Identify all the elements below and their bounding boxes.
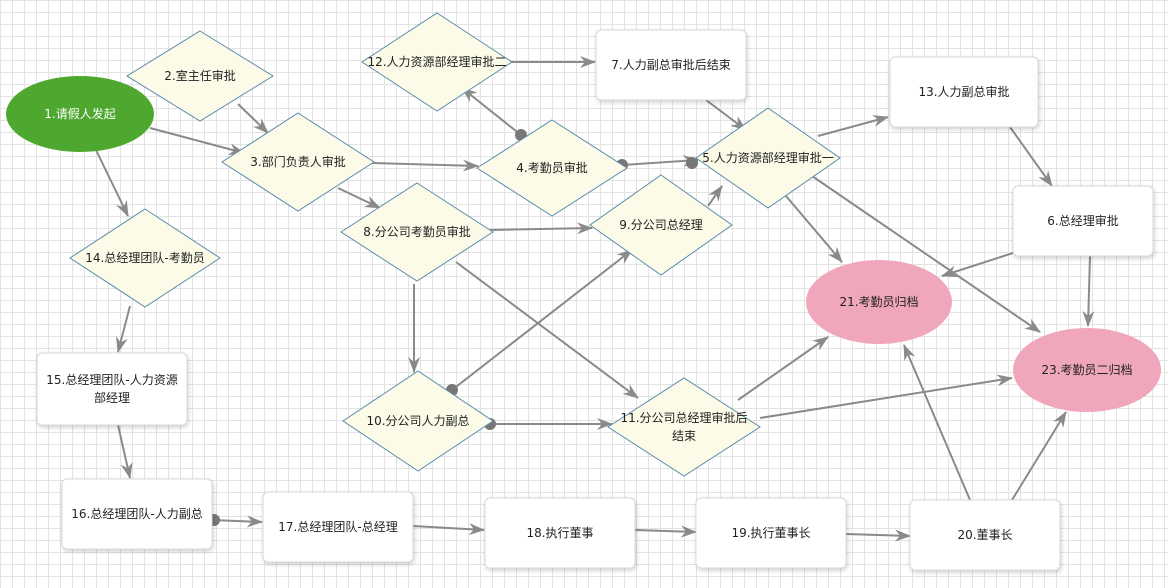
edge-n3-n8[interactable] [337, 187, 381, 209]
node-n13[interactable]: 13.人力副总审批 [889, 56, 1039, 128]
edge-n15-n16[interactable] [117, 424, 133, 479]
node-label: 16.总经理团队-人力副总 [71, 506, 202, 521]
node-label: 5.人力资源部经理审批一 [702, 150, 833, 165]
node-label: 2.室主任审批 [164, 68, 235, 83]
node-n2[interactable]: 2.室主任审批 [126, 30, 274, 122]
edge-n13-n6[interactable] [1009, 126, 1053, 187]
node-label: 19.执行董事长 [731, 526, 810, 540]
node-n15[interactable]: 15.总经理团队-人力资源部经理 [36, 352, 188, 426]
edge-n4-n5[interactable] [621, 154, 699, 167]
task-box [695, 497, 847, 569]
node-n11[interactable]: 11.分公司总经理审批后结束 [607, 377, 761, 477]
node-label: 21.考勤员归档 [839, 295, 918, 309]
task-box [484, 497, 636, 569]
edge-n1-n3[interactable] [149, 127, 245, 155]
edge-n14-n15[interactable] [115, 305, 131, 353]
node-n3[interactable]: 3.部门负责人审批 [221, 112, 375, 212]
task-box [889, 56, 1039, 128]
edge-n10-n9[interactable] [451, 249, 633, 391]
edge-n11-n21[interactable] [737, 336, 829, 401]
node-n1[interactable]: 1.请假人发起 [6, 76, 154, 152]
edge-n5-n21[interactable] [785, 195, 843, 263]
edge-n17-n18[interactable] [412, 523, 485, 536]
terminal-ellipse [806, 260, 952, 344]
node-n7[interactable]: 7.人力副总审批后结束 [595, 29, 747, 101]
node-label: 9.分公司总经理 [619, 218, 702, 232]
edge-n18-n19[interactable] [634, 525, 697, 538]
node-n20[interactable]: 20.董事长 [909, 499, 1061, 571]
edge-n3-n4[interactable] [371, 159, 479, 172]
node-label: 11.分公司总经理审批后结束 [620, 410, 747, 443]
edge-n11-n23[interactable] [759, 374, 1013, 419]
task-box [61, 478, 213, 550]
task-box [262, 491, 414, 563]
node-n23[interactable]: 23.考勤员二归档 [1013, 328, 1161, 412]
node-n19[interactable]: 19.执行董事长 [695, 497, 847, 569]
node-label: 6.总经理审批 [1047, 213, 1118, 228]
node-n10[interactable]: 10.分公司人力副总 [342, 370, 494, 472]
node-n17[interactable]: 17.总经理团队-总经理 [262, 491, 414, 563]
edge-n19-n20[interactable] [845, 529, 911, 542]
decision-diamond [126, 30, 274, 122]
edge-n4-n12[interactable] [461, 87, 522, 136]
node-n5[interactable]: 5.人力资源部经理审批一 [695, 107, 841, 209]
task-box [1012, 185, 1154, 257]
node-label: 4.考勤员审批 [516, 160, 587, 175]
node-label: 12.人力资源部经理审批二 [367, 54, 506, 69]
node-label: 20.董事长 [957, 528, 1012, 542]
edge-n9-n5[interactable] [707, 185, 723, 207]
node-label: 14.总经理团队-考勤员 [85, 250, 204, 265]
edge-n6-n23[interactable] [1082, 255, 1095, 327]
edge-n2-n3[interactable] [237, 103, 269, 134]
terminal-ellipse [6, 76, 154, 152]
node-label: 15.总经理团队-人力资源部经理 [46, 372, 177, 405]
edge-n5-n23[interactable] [811, 175, 1041, 333]
node-n6[interactable]: 6.总经理审批 [1012, 185, 1154, 257]
edge-n8-n11[interactable] [455, 261, 639, 399]
edge-n20-n23[interactable] [1011, 411, 1067, 501]
node-n16[interactable]: 16.总经理团队-人力副总 [61, 478, 213, 550]
edge-n20-n21[interactable] [903, 344, 971, 501]
decision-diamond [361, 12, 513, 112]
task-box [909, 499, 1061, 571]
edge-n6-n21[interactable] [941, 252, 1014, 278]
decision-diamond [607, 377, 761, 477]
decision-diamond [221, 112, 375, 212]
edge-start-dot [686, 157, 698, 169]
node-label: 18.执行董事 [526, 526, 593, 540]
edge-n8-n9[interactable] [489, 222, 593, 235]
node-n21[interactable]: 21.考勤员归档 [806, 260, 952, 344]
node-n9[interactable]: 9.分公司总经理 [589, 174, 733, 276]
edge-n16-n17[interactable] [211, 515, 263, 528]
decision-diamond [69, 208, 221, 308]
decision-diamond [695, 107, 841, 209]
node-label: 8.分公司考勤员审批 [363, 224, 470, 239]
decision-diamond [342, 370, 494, 472]
node-label: 13.人力副总审批 [918, 84, 1009, 99]
node-label: 17.总经理团队-总经理 [278, 519, 397, 534]
edge-n7-n21[interactable] [705, 99, 747, 131]
node-label: 3.部门负责人审批 [250, 154, 345, 169]
node-label: 23.考勤员二归档 [1041, 363, 1132, 377]
node-label: 1.请假人发起 [44, 106, 115, 121]
node-n8[interactable]: 8.分公司考勤员审批 [340, 182, 494, 282]
edge-n1-n14[interactable] [95, 149, 129, 217]
node-label: 10.分公司人力副总 [366, 414, 469, 428]
node-n14[interactable]: 14.总经理团队-考勤员 [69, 208, 221, 308]
edge-n5-n13[interactable] [817, 115, 889, 137]
node-n18[interactable]: 18.执行董事 [484, 497, 636, 569]
decision-diamond [340, 182, 494, 282]
terminal-ellipse [1013, 328, 1161, 412]
decision-diamond [476, 119, 628, 217]
node-label: 7.人力副总审批后结束 [611, 57, 730, 72]
task-box [36, 352, 188, 426]
node-n4[interactable]: 4.考勤员审批 [476, 119, 628, 217]
node-n12[interactable]: 12.人力资源部经理审批二 [361, 12, 513, 112]
task-box [595, 29, 747, 101]
decision-diamond [589, 174, 733, 276]
